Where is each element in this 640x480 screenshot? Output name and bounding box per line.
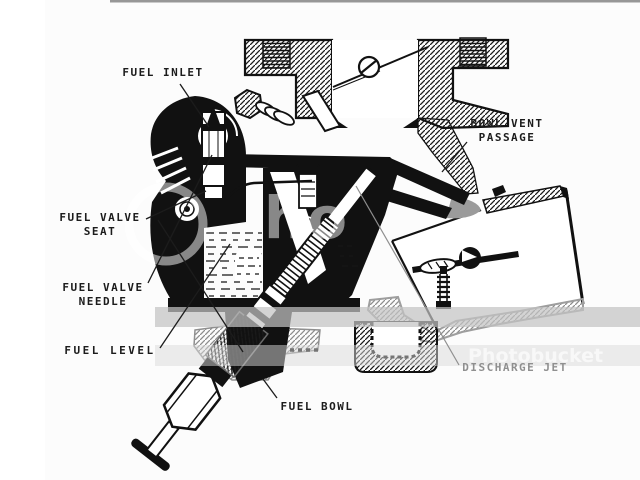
label-fuel-valve-seat-line2: SEAT [83,225,117,238]
leader-fuel-valve-needle [147,154,213,284]
float-assembly [412,247,519,309]
label-bowl-vent-passage: BOWL VENT PASSAGE [470,117,543,145]
label-fuel-valve-needle-line2: NEEDLE [78,295,128,308]
label-fuel-bowl: FUEL BOWL [280,400,354,413]
label-fuel-valve-seat: FUEL VALVE SEAT [59,211,140,239]
label-fuel-level: FUEL LEVEL [64,344,156,357]
leader-fuel-bowl [262,378,278,399]
leader-discharge-jet [355,185,460,366]
watermark: ho Photobucket [124,182,640,367]
inlet-fitting [233,88,342,133]
throttle-body [243,37,510,130]
label-fuel-valve-needle-line1: FUEL VALVE [62,281,144,294]
watermark-band-upper [155,307,640,327]
leader-bowl-vent [441,141,468,173]
bowl-vent-passage [344,117,481,219]
watermark-center-text: ho [264,184,349,252]
watermark-band-lower [155,345,640,366]
scan-edge-artifact [110,0,640,3]
label-fuel-valve-needle: FUEL VALVE NEEDLE [62,281,143,309]
bowl-cover [228,154,395,171]
watermark-logo-ring [124,182,208,266]
leader-fuel-level [159,243,231,349]
leader-cross [157,219,244,353]
leader-fuel-valve-seat [145,190,207,220]
watermark-banner-text: Photobucket [468,345,603,367]
fuel-valve-needle-tip [207,106,220,124]
label-bowl-vent-line2: PASSAGE [478,131,536,144]
main-nozzle-assembly [131,165,379,471]
label-bowl-vent-line1: BOWL VENT [470,117,544,130]
nozzle-well-dashes [338,245,360,267]
fuel-pocket [235,248,263,280]
leader-fuel-inlet [179,83,210,128]
fuel-pocket-dashes [237,257,261,275]
label-fuel-inlet: FUEL INLET [122,66,204,79]
label-discharge-jet: DISCHARGE JET [462,361,568,374]
label-fuel-valve-seat-line1: FUEL VALVE [59,211,141,224]
fuel-in-bowl [206,232,262,297]
fuel-valve-seat-part [203,185,224,200]
leader-lines [145,83,468,399]
